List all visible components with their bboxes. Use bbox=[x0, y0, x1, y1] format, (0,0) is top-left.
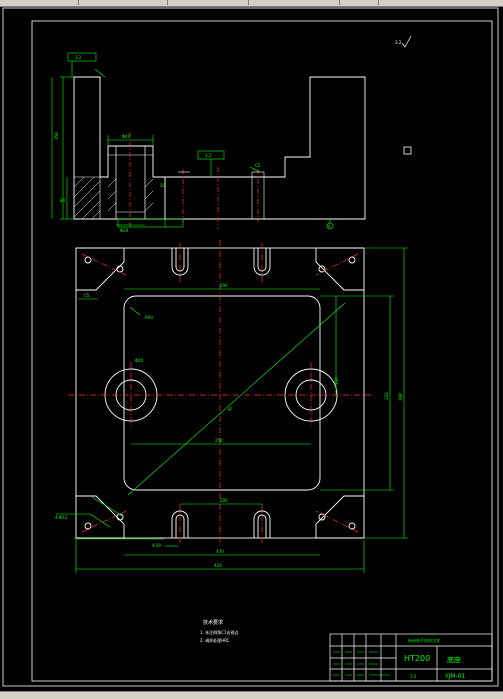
plan-dimensions bbox=[56, 247, 408, 573]
tech-req-item-2: 2. 调质处理HRC bbox=[200, 637, 230, 643]
svg-text:4-Φ12: 4-Φ12 bbox=[55, 515, 68, 520]
svg-text:80: 80 bbox=[60, 198, 66, 203]
dim-center: 40 bbox=[226, 405, 233, 412]
title-bar bbox=[0, 0, 503, 7]
toolbar-segment[interactable] bbox=[340, 0, 379, 5]
toolbar-segment[interactable] bbox=[379, 0, 503, 5]
tech-req-title: 技术要求 bbox=[203, 619, 223, 626]
dim-inner-width: 296 bbox=[220, 283, 228, 288]
svg-text:Φ40: Φ40 bbox=[122, 134, 131, 139]
plan-centerlines bbox=[68, 240, 372, 547]
section-view bbox=[73, 76, 366, 229]
svg-text:C5: C5 bbox=[84, 293, 90, 298]
svg-text:30: 30 bbox=[160, 183, 166, 188]
ref-letter-a: A bbox=[328, 224, 331, 229]
dim-top-h: 150 bbox=[334, 377, 339, 385]
roughness-symbol bbox=[401, 35, 412, 48]
dim-diag: R40 bbox=[145, 315, 153, 320]
inner-frame bbox=[31, 20, 493, 682]
drawing-canvas[interactable]: 3.2 bbox=[0, 7, 503, 692]
cursor-pickbox[interactable] bbox=[403, 146, 412, 155]
institution-label: 杭州电子科技大学 bbox=[408, 637, 440, 643]
material-label: HT200 bbox=[404, 654, 430, 663]
drawing-number: YJM-01 bbox=[444, 673, 466, 680]
svg-text:3.2: 3.2 bbox=[75, 55, 82, 60]
toolbar-segment[interactable] bbox=[79, 0, 168, 5]
part-name: 底座 bbox=[447, 655, 461, 664]
dim-slot: 200 bbox=[220, 498, 228, 503]
dim-inner-h: 320 bbox=[384, 392, 389, 400]
drawing-border bbox=[2, 7, 499, 687]
svg-text:Φ40: Φ40 bbox=[135, 358, 144, 363]
dim-hole-spacing: 250 bbox=[215, 438, 223, 443]
svg-text:C2: C2 bbox=[255, 163, 261, 168]
title-block bbox=[329, 633, 493, 682]
toolbar-segment[interactable] bbox=[0, 0, 79, 5]
svg-text:4-20: 4-20 bbox=[152, 543, 162, 548]
dim-total-w: 470 bbox=[216, 549, 224, 554]
tech-req-item-1: 1. 未注倒角C1去锐边 bbox=[200, 629, 238, 635]
dim-height: 398 bbox=[398, 393, 403, 401]
svg-text:Φ20: Φ20 bbox=[120, 228, 129, 233]
scale-label: 1:2 bbox=[410, 674, 417, 679]
status-bar bbox=[0, 691, 503, 699]
dim-width: 420 bbox=[214, 563, 222, 568]
toolbar-segment[interactable] bbox=[249, 0, 340, 5]
svg-text:3.2: 3.2 bbox=[205, 153, 212, 158]
toolbar-segment[interactable] bbox=[168, 0, 249, 5]
section-dimensions bbox=[51, 52, 261, 228]
roughness-note: 3.2 bbox=[395, 40, 402, 45]
dim-left-height: 358 bbox=[54, 132, 59, 140]
